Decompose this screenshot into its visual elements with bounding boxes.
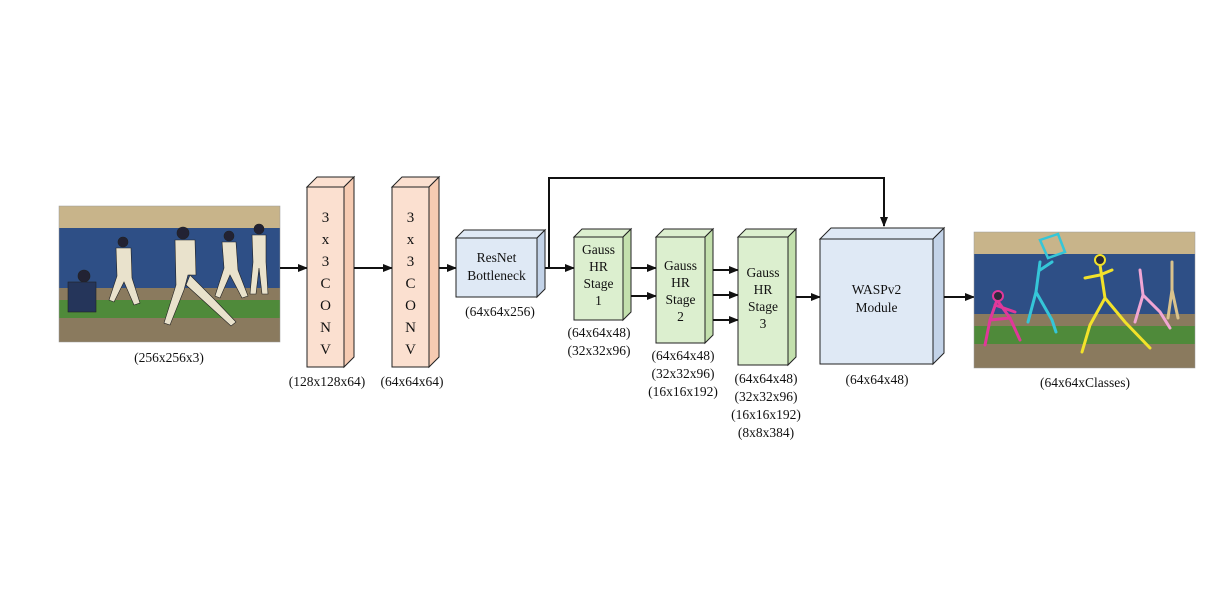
stage1-block: Gauss HR Stage 1 — [572, 227, 633, 322]
conv2-dims-label: (64x64x64) — [381, 374, 444, 389]
stage2-dims-label: (32x32x96) — [652, 366, 715, 381]
stage1-side-face — [622, 227, 632, 322]
stage3-dims-label: (16x16x192) — [731, 407, 801, 422]
bottleneck-top-face — [454, 229, 547, 239]
conv2-letter: x — [407, 232, 415, 248]
conv2-letter: O — [405, 298, 416, 314]
stage2-dims-label: (16x16x192) — [648, 384, 718, 399]
conv2-letter: 3 — [407, 254, 415, 270]
stage1-dims-label: (64x64x48) — [568, 325, 631, 340]
wasp-dims-label: (64x64x48) — [846, 372, 909, 387]
stage3-dims-label: (32x32x96) — [735, 389, 798, 404]
stage2-line1: Gauss — [664, 258, 697, 273]
bottleneck-front-face — [455, 237, 538, 298]
wasp-side-face — [932, 226, 945, 366]
stage3-dims-label: (8x8x384) — [738, 425, 794, 440]
conv1-letter: V — [320, 342, 331, 358]
stage2-block: Gauss HR Stage 2 — [654, 227, 715, 345]
conv1-letter: x — [322, 232, 330, 248]
stage1-line2: HR — [589, 259, 608, 274]
stage3-line2: HR — [754, 282, 773, 297]
conv2-letter: C — [405, 276, 415, 292]
conv1-block: 3 x 3 C O N V — [305, 175, 356, 369]
stage2-side-face — [704, 227, 714, 345]
stage1-front-face — [573, 236, 624, 321]
bottleneck-line1: ResNet — [477, 250, 517, 265]
conv1-front-face — [306, 186, 345, 368]
stage1-line1: Gauss — [582, 242, 615, 257]
bottleneck-block: ResNet Bottleneck — [454, 228, 547, 299]
stage2-line3: Stage — [666, 292, 696, 307]
conv2-block: 3 x 3 C O N V — [390, 175, 441, 369]
conv1-letter: O — [320, 298, 331, 314]
input-image — [58, 205, 281, 343]
wasp-block: WASPv2 Module — [818, 226, 946, 366]
bottleneck-dims-label: (64x64x256) — [465, 304, 535, 319]
stage3-top-face — [736, 228, 798, 238]
stage1-top-face — [572, 228, 633, 238]
conv2-side-face — [428, 175, 440, 369]
bottleneck-line2: Bottleneck — [467, 268, 526, 283]
stage2-front-face — [655, 236, 706, 344]
wasp-top-face — [818, 227, 946, 240]
conv1-letter: 3 — [322, 210, 330, 226]
wasp-front-face — [819, 238, 934, 365]
stage1-dims-label: (32x32x96) — [568, 343, 631, 358]
stage2-top-face — [654, 228, 715, 238]
bottleneck-side-face — [536, 228, 546, 299]
stage3-line4: 3 — [760, 316, 767, 331]
stage1-line4: 1 — [595, 293, 602, 308]
stage3-dims-label: (64x64x48) — [735, 371, 798, 386]
stage2-line4: 2 — [677, 309, 684, 324]
stage3-block: Gauss HR Stage 3 — [736, 227, 798, 367]
stage3-line3: Stage — [748, 299, 778, 314]
stage3-line1: Gauss — [747, 265, 780, 280]
stage2-line2: HR — [671, 275, 690, 290]
stage3-front-face — [737, 236, 789, 366]
conv1-letter: N — [320, 320, 331, 336]
conv1-side-face — [343, 175, 355, 369]
skip-connection-arrow — [548, 177, 888, 268]
input-dims-label: (256x256x3) — [134, 350, 204, 365]
stage1-line3: Stage — [584, 276, 614, 291]
output-dims-label: (64x64xClasses) — [1040, 375, 1130, 390]
conv2-letter: N — [405, 320, 416, 336]
wasp-line2: Module — [856, 300, 898, 315]
conv2-letter: 3 — [407, 210, 415, 226]
conv1-letter: 3 — [322, 254, 330, 270]
output-image — [973, 231, 1196, 369]
wasp-line1: WASPv2 — [852, 282, 902, 297]
stage3-side-face — [787, 227, 797, 367]
stage2-dims-label: (64x64x48) — [652, 348, 715, 363]
conv1-letter: C — [320, 276, 330, 292]
conv2-letter: V — [405, 342, 416, 358]
conv1-dims-label: (128x128x64) — [289, 374, 366, 389]
conv2-front-face — [391, 186, 430, 368]
